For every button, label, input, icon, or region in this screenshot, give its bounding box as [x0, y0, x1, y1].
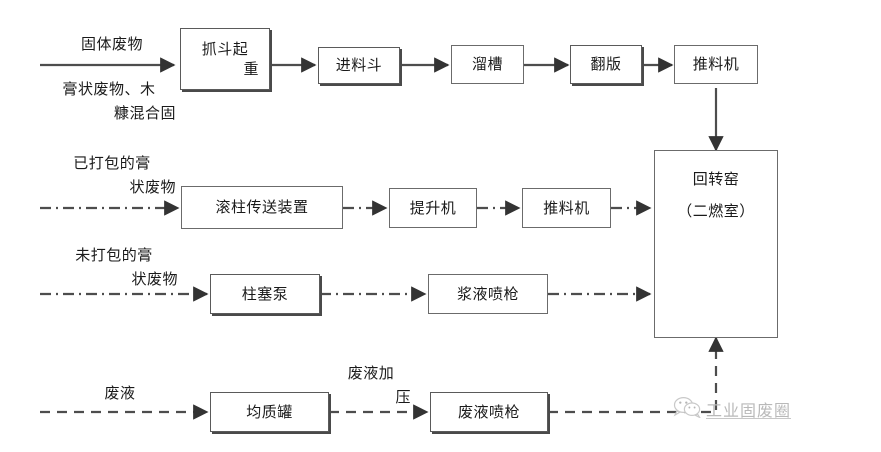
node-plunger-pump[interactable]: 柱塞泵 — [210, 274, 320, 314]
node-waste-liquid-gun[interactable]: 废液喷枪 — [430, 392, 548, 432]
node-waste-liquid-gun-label: 废液喷枪 — [457, 402, 520, 421]
watermark: 工业固废圈 — [672, 396, 791, 422]
node-slurry-gun-label: 浆液喷枪 — [456, 284, 519, 303]
node-plunger-pump-label: 柱塞泵 — [241, 284, 289, 303]
input-label-solid-waste-line3: 糠混合固 — [113, 104, 176, 122]
node-pusher-mid-label: 推料机 — [543, 198, 590, 217]
watermark-text: 工业固废圈 — [706, 401, 792, 420]
input-label-waste-liquid: 废液 — [104, 384, 136, 402]
edge-liquidgun-to-kiln — [548, 336, 724, 414]
node-homogenizing-tank-label: 均质罐 — [246, 402, 293, 421]
edge-label-waste-liquid-pressurize-line2: 压 — [395, 388, 411, 406]
input-label-packed-paste-line1: 已打包的膏 — [73, 154, 151, 172]
node-chute[interactable]: 溜槽 — [451, 45, 524, 84]
node-rotary-kiln-label-line2: （二燃室） — [677, 202, 755, 221]
node-grab-crane[interactable]: 抓斗起 重 — [180, 28, 270, 90]
input-label-unpacked-paste-line2: 状废物 — [131, 270, 178, 288]
edge-label-waste-liquid-pressurize-line1: 废液加 — [347, 364, 395, 382]
node-roller-conveyor[interactable]: 滚柱传送装置 — [181, 186, 343, 229]
node-rotary-kiln-label-line1: 回转窑 — [692, 170, 740, 188]
node-rotary-kiln[interactable]: 回转窑 （二燃室） — [654, 150, 778, 338]
input-label-solid-waste-line1: 固体废物 — [80, 35, 143, 53]
input-label-unpacked-paste-line1: 未打包的膏 — [75, 246, 153, 264]
wechat-icon — [672, 396, 702, 422]
node-pusher-top[interactable]: 推料机 — [674, 45, 758, 84]
node-pusher-mid[interactable]: 推料机 — [522, 188, 611, 228]
node-roller-conveyor-label: 滚柱传送装置 — [215, 198, 309, 217]
node-feed-hopper-label: 进料斗 — [335, 56, 383, 75]
input-label-packed-paste-line2: 状废物 — [129, 178, 176, 196]
node-grab-crane-label-line1: 抓斗起 — [201, 39, 249, 58]
node-elevator-label: 提升机 — [409, 198, 457, 217]
input-label-solid-waste-line2: 膏状废物、木 — [62, 80, 156, 98]
node-slurry-gun[interactable]: 浆液喷枪 — [428, 274, 548, 314]
node-pusher-top-label: 推料机 — [692, 55, 740, 74]
node-flipper[interactable]: 翻版 — [570, 45, 642, 84]
node-feed-hopper[interactable]: 进料斗 — [318, 47, 400, 84]
node-elevator[interactable]: 提升机 — [389, 188, 477, 228]
node-grab-crane-label-line2: 重 — [243, 60, 259, 78]
node-flipper-label: 翻版 — [590, 55, 622, 74]
node-chute-label: 溜槽 — [471, 55, 503, 74]
node-homogenizing-tank[interactable]: 均质罐 — [210, 392, 329, 432]
